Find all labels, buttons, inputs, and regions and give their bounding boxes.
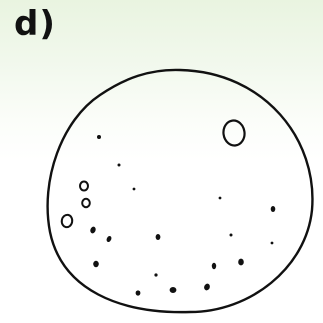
ring-spot — [61, 214, 73, 228]
spot — [212, 263, 216, 269]
spot — [238, 259, 244, 266]
spot — [89, 226, 96, 234]
ring-spot — [82, 199, 90, 207]
spot — [271, 242, 274, 245]
spot — [93, 261, 99, 267]
spot — [219, 197, 222, 200]
spot — [154, 273, 157, 276]
spot — [97, 135, 101, 139]
filled-spots — [89, 135, 275, 296]
spot — [106, 235, 113, 243]
spot — [133, 188, 136, 191]
spot — [156, 234, 161, 240]
spot — [136, 290, 141, 295]
dish-outline — [48, 70, 313, 312]
spot — [271, 206, 276, 212]
ring-spot — [80, 182, 88, 191]
spot — [170, 287, 177, 293]
spot — [203, 283, 211, 291]
ring-spot-large — [222, 119, 246, 147]
spot — [230, 234, 233, 237]
spot — [118, 164, 121, 167]
